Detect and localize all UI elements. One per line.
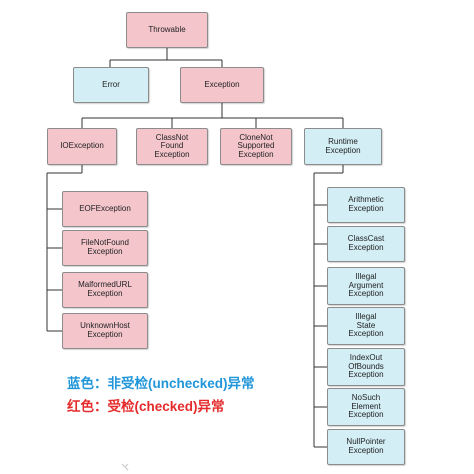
indexoutofbounds-exception-node: IndexOut OfBounds Exception: [327, 348, 405, 386]
legend-checked: 红色：受检(checked)异常: [67, 399, 225, 414]
exception-label: Exception: [204, 79, 240, 89]
nullpointer-exception-node: NullPointer Exception: [327, 429, 405, 465]
classnotfound-node: ClassNot Found Exception: [136, 128, 208, 165]
eof-exception-label: EOFException: [79, 203, 131, 213]
exception-node: Exception: [180, 67, 264, 103]
filenotfound-exception-node: FileNotFound Exception: [62, 230, 148, 266]
classnotfound-label: ClassNot Found Exception: [154, 132, 190, 159]
runtime-exception-node: Runtime Exception: [304, 128, 382, 165]
malformedurl-exception-label: MalformedURL Exception: [78, 280, 132, 298]
ioexception-node: IOException: [47, 128, 117, 165]
nosuchelement-exception-node: NoSuch Element Exception: [327, 388, 405, 426]
illegalstate-exception-node: Illegal State Exception: [327, 307, 405, 345]
nosuchelement-exception-label: NoSuch Element Exception: [348, 393, 384, 420]
illegalargument-exception-node: Illegal Argument Exception: [327, 267, 405, 305]
classcast-exception-node: ClassCast Exception: [327, 226, 405, 262]
nullpointer-exception-label: NullPointer Exception: [346, 437, 386, 455]
arithmetic-exception-label: Arithmetic Exception: [348, 195, 384, 213]
clonenotsupported-node: CloneNot Supported Exception: [220, 128, 292, 165]
ioexception-label: IOException: [60, 141, 104, 151]
indexoutofbounds-exception-label: IndexOut OfBounds Exception: [348, 353, 384, 380]
runtime-exception-label: Runtime Exception: [325, 136, 361, 155]
throwable-node: Throwable: [126, 12, 208, 48]
arithmetic-exception-node: Arithmetic Exception: [327, 187, 405, 223]
filenotfound-exception-label: FileNotFound Exception: [80, 238, 130, 256]
error-label: Error: [102, 79, 120, 89]
legend-unchecked: 蓝色：非受检(unchecked)异常: [67, 376, 255, 391]
classcast-exception-label: ClassCast Exception: [347, 234, 385, 252]
clonenotsupported-label: CloneNot Supported Exception: [237, 132, 275, 159]
error-node: Error: [73, 67, 149, 103]
unknownhost-exception-label: UnknownHost Exception: [80, 321, 130, 339]
malformedurl-exception-node: MalformedURL Exception: [62, 272, 148, 308]
eof-exception-node: EOFException: [62, 191, 148, 227]
corner-mark-icon: [121, 463, 129, 471]
illegalstate-exception-label: Illegal State Exception: [348, 312, 384, 339]
throwable-label: Throwable: [148, 24, 186, 34]
illegalargument-exception-label: Illegal Argument Exception: [348, 272, 384, 299]
unknownhost-exception-node: UnknownHost Exception: [62, 313, 148, 349]
